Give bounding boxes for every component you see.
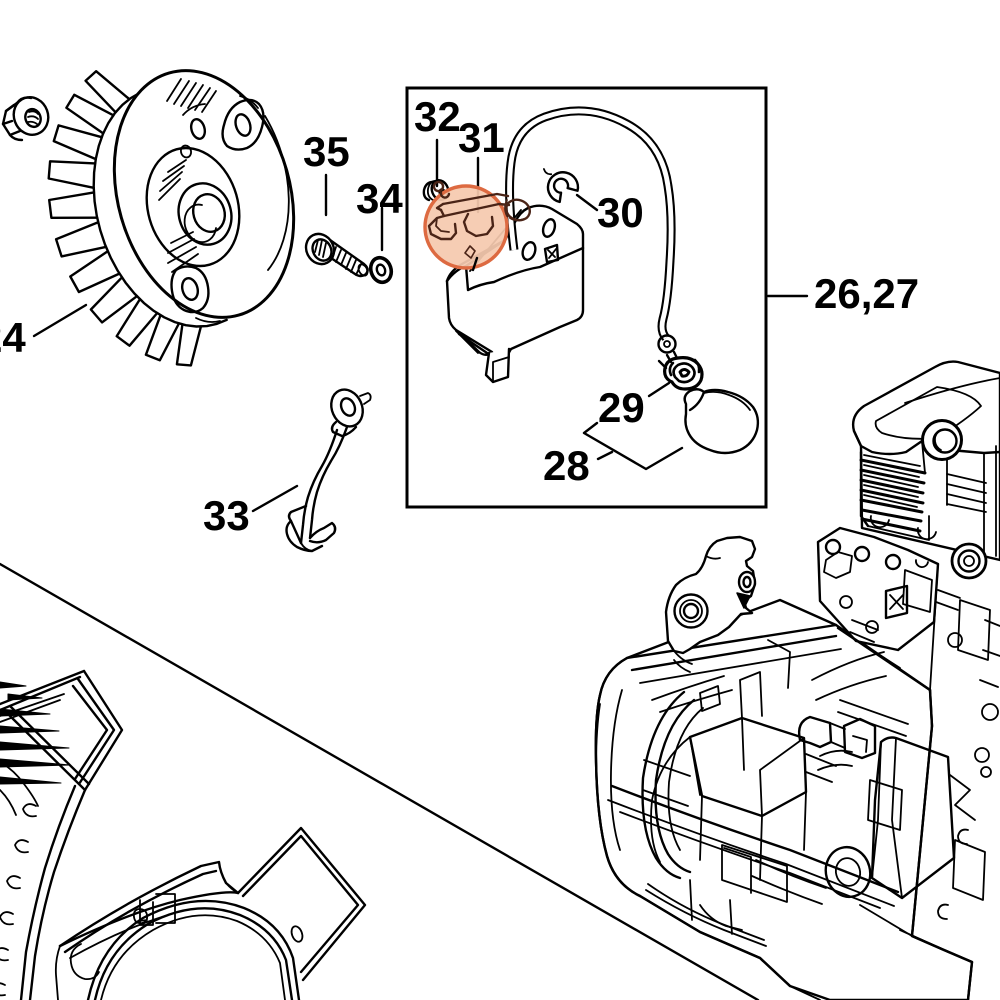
svg-text:31: 31 — [458, 114, 505, 161]
svg-text:24: 24 — [0, 314, 26, 361]
svg-text:28: 28 — [543, 442, 590, 489]
svg-text:35: 35 — [303, 128, 350, 175]
svg-text:26,27: 26,27 — [814, 270, 919, 317]
svg-text:33: 33 — [203, 492, 250, 539]
svg-text:32: 32 — [414, 93, 461, 140]
svg-text:34: 34 — [356, 175, 403, 222]
svg-text:29: 29 — [598, 384, 645, 431]
svg-text:30: 30 — [597, 189, 644, 236]
